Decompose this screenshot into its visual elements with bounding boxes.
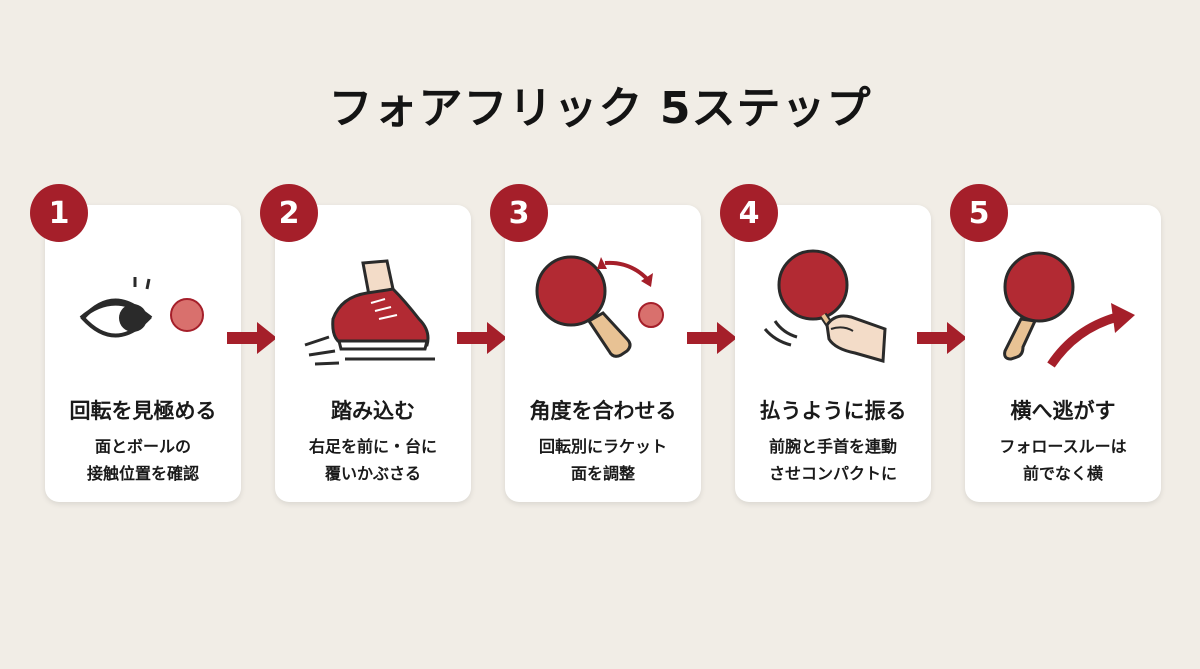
hand-swing-paddle-icon [735, 245, 931, 375]
arrow-right-icon [453, 318, 509, 358]
page-title: フォアフリック 5ステップ [328, 83, 872, 134]
step-1-number-badge: 1 [30, 184, 88, 242]
paddle-follow-through-icon [965, 245, 1161, 375]
step-3-title: 角度を合わせる [529, 399, 677, 423]
step-3-number-badge: 3 [490, 184, 548, 242]
step-2-description: 右足を前に・台に 覆いかぶさる [308, 437, 437, 483]
arrow-right-icon [223, 318, 279, 358]
step-1-card: 回転を見極める 面とボールの 接触位置を確認 [45, 205, 241, 502]
paddle-angle-icon [505, 245, 701, 375]
step-5-card: 横へ逃がす フォロースルーは 前でなく横 [965, 205, 1161, 502]
step-2-card: 踏み込む 右足を前に・台に 覆いかぶさる [275, 205, 471, 502]
step-4-card: 払うように振る 前腕と手首を連動 させコンパクトに [735, 205, 931, 502]
step-2-number-badge: 2 [260, 184, 318, 242]
step-5-title: 横へ逃がす [1010, 399, 1116, 423]
step-3-description: 回転別にラケット 面を調整 [538, 437, 667, 483]
step-4-description: 前腕と手首を連動 させコンパクトに [768, 437, 897, 483]
arrow-right-icon [913, 318, 969, 358]
arrow-right-icon [683, 318, 739, 358]
step-4-title: 払うように振る [759, 399, 907, 423]
step-5-number-badge: 5 [950, 184, 1008, 242]
stepping-shoe-icon [275, 245, 471, 375]
step-2-title: 踏み込む [331, 399, 415, 423]
step-1-description: 面とボールの 接触位置を確認 [86, 437, 199, 483]
step-1-title: 回転を見極める [69, 399, 217, 423]
eye-and-ball-icon [45, 245, 241, 375]
step-5-description: フォロースルーは 前でなく横 [999, 437, 1127, 483]
step-3-card: 角度を合わせる 回転別にラケット 面を調整 [505, 205, 701, 502]
step-4-number-badge: 4 [720, 184, 778, 242]
